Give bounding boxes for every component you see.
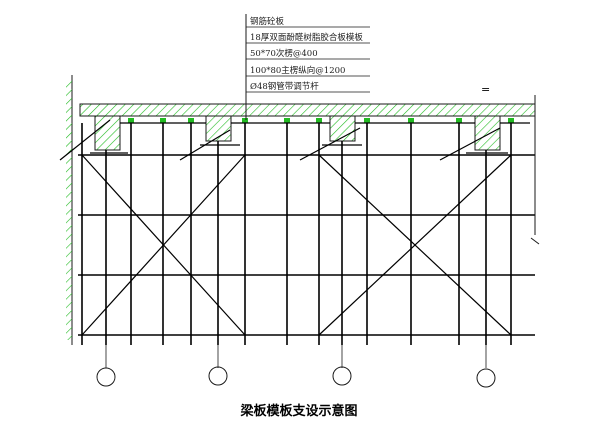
axis-bubbles xyxy=(96,345,496,388)
secondary-joists xyxy=(128,118,514,123)
diagram-caption: 梁板模板支设示意图 xyxy=(239,403,357,419)
main-ledgers xyxy=(90,122,530,154)
left-wall xyxy=(66,75,73,345)
callout-line-2: 18厚双面酚醛树脂胶合板模板 xyxy=(250,32,363,43)
section-mark: = xyxy=(481,83,490,96)
callout-line-1: 钢筋砼板 xyxy=(250,16,285,27)
scaffold-standards xyxy=(81,123,512,345)
callout-line-4: 100*80主楞纵向@1200 xyxy=(250,65,345,76)
concrete-slab xyxy=(79,103,536,117)
callout-line-5: Ø48钢管带调节杆 xyxy=(250,81,319,92)
beam xyxy=(94,115,501,151)
break-mark xyxy=(530,95,540,245)
diagonal-bracing xyxy=(59,119,512,336)
callout-line-3: 50*70次楞@400 xyxy=(250,48,318,59)
scaffold-ledgers xyxy=(78,154,535,336)
material-callout: 钢筋砼板 18厚双面酚醛树脂胶合板模板 50*70次楞@400 100*80主楞… xyxy=(245,14,370,120)
